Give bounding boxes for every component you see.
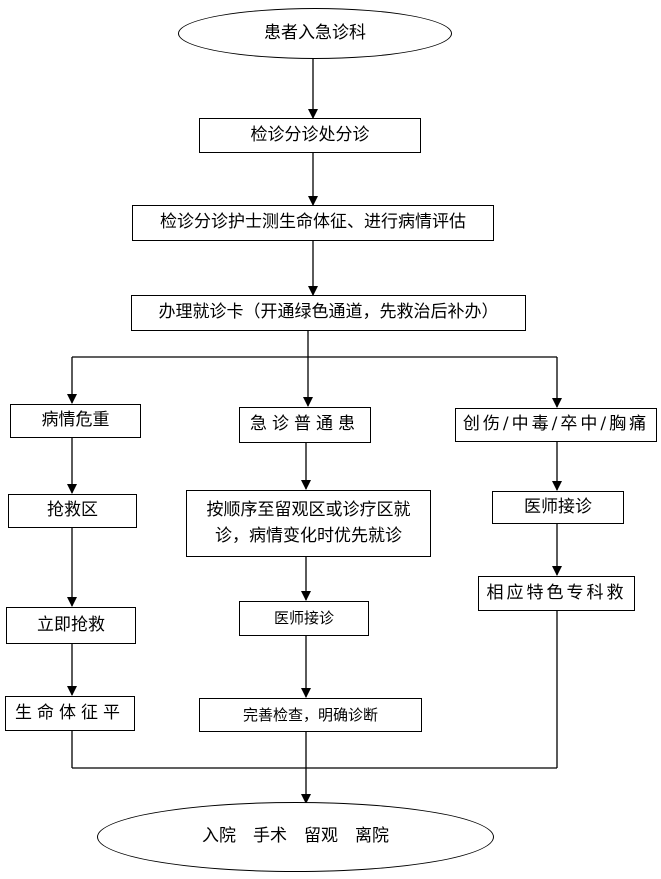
critical-condition-node: 病情危重 [10,404,141,438]
registration-label: 办理就诊卡（开通绿色通道，先救治后补办） [158,302,499,323]
doctor-consult-right-node: 医师接诊 [492,491,624,524]
resuscitation-area-label: 抢救区 [47,500,98,521]
assessment-label: 检诊分诊护士测生命体征、进行病情评估 [160,212,466,233]
outcome-label: 入院 手术 留观 离院 [202,826,389,847]
special-cases-label: 创伤/中毒/卒中/胸痛 [462,414,650,435]
specialty-treatment-node: 相应特色专科救 [478,576,635,611]
triage-node: 检诊分诊处分诊 [199,118,421,153]
general-patient-node: 急诊普通患 [239,407,371,443]
start-node: 患者入急诊科 [178,8,452,59]
vitals-stable-node: 生命体征平 [5,696,135,731]
doctor-consult-middle-node: 医师接诊 [239,601,369,636]
doctor-consult-right-label: 医师接诊 [524,496,592,517]
diagnosis-node: 完善检查，明确诊断 [199,698,422,732]
diagnosis-label: 完善检查，明确诊断 [242,705,378,724]
queue-consultation-node: 按顺序至留观区或诊疗区就诊，病情变化时优先就诊 [186,490,431,557]
queue-consultation-label: 按顺序至留观区或诊疗区就诊，病情变化时优先就诊 [206,500,411,546]
outcome-node: 入院 手术 留观 离院 [97,802,494,872]
resuscitation-area-node: 抢救区 [8,494,137,528]
special-cases-node: 创伤/中毒/卒中/胸痛 [455,408,657,442]
triage-label: 检诊分诊处分诊 [250,124,370,145]
general-patient-label: 急诊普通患 [250,414,360,435]
immediate-rescue-node: 立即抢救 [6,607,136,644]
registration-node: 办理就诊卡（开通绿色通道，先救治后补办） [131,295,526,331]
start-label: 患者入急诊科 [264,22,366,43]
critical-condition-label: 病情危重 [41,410,110,431]
doctor-consult-middle-label: 医师接诊 [273,609,334,628]
specialty-treatment-label: 相应特色专科救 [486,582,627,603]
vitals-stable-label: 生命体征平 [15,702,125,723]
immediate-rescue-label: 立即抢救 [37,614,105,635]
assessment-node: 检诊分诊护士测生命体征、进行病情评估 [132,205,494,241]
